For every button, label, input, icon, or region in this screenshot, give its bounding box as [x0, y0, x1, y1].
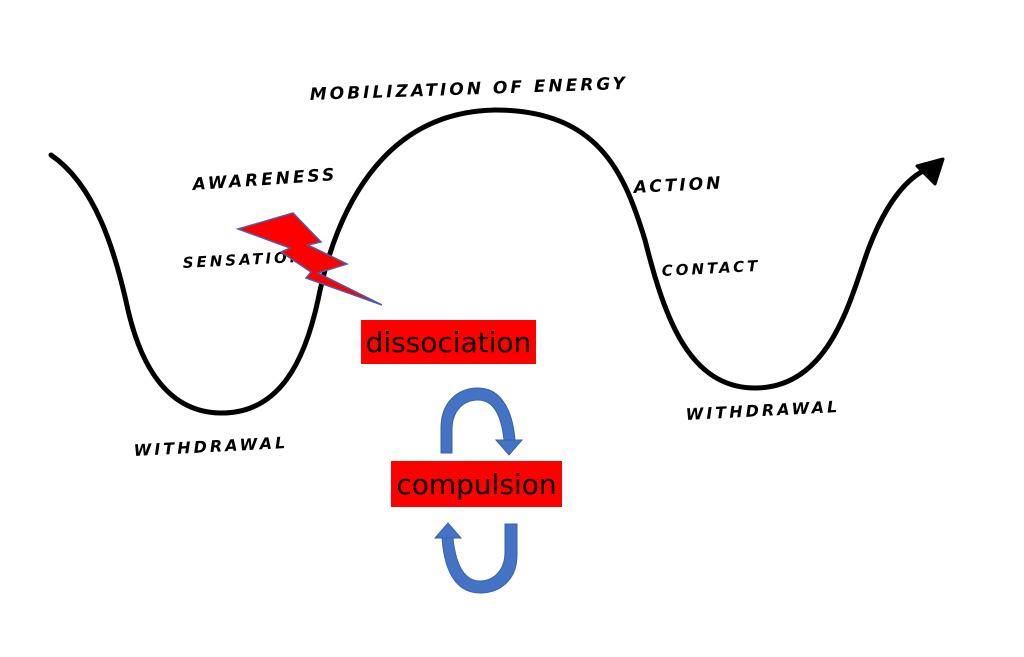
- compulsion-label: compulsion: [396, 468, 556, 501]
- experience-cycle-curve: [48, 107, 928, 416]
- compulsion-box: compulsion: [391, 461, 562, 507]
- lightning-bolt-icon: [235, 212, 383, 306]
- label-mobilization-of-energy: MOBILIZATION OF ENERGY: [309, 74, 628, 105]
- label-awareness: AWARENESS: [190, 165, 338, 195]
- arrowhead-icon: [915, 157, 945, 186]
- curved-arrow-down-icon: [440, 387, 524, 456]
- dissociation-box: dissociation: [361, 320, 536, 364]
- label-withdrawal-right: WITHDRAWAL: [685, 397, 840, 424]
- label-contact: CONTACT: [661, 257, 761, 280]
- curved-arrow-up-icon: [433, 522, 518, 594]
- label-withdrawal-left: WITHDRAWAL: [133, 433, 288, 460]
- dissociation-label: dissociation: [366, 326, 532, 359]
- label-action: ACTION: [631, 173, 724, 198]
